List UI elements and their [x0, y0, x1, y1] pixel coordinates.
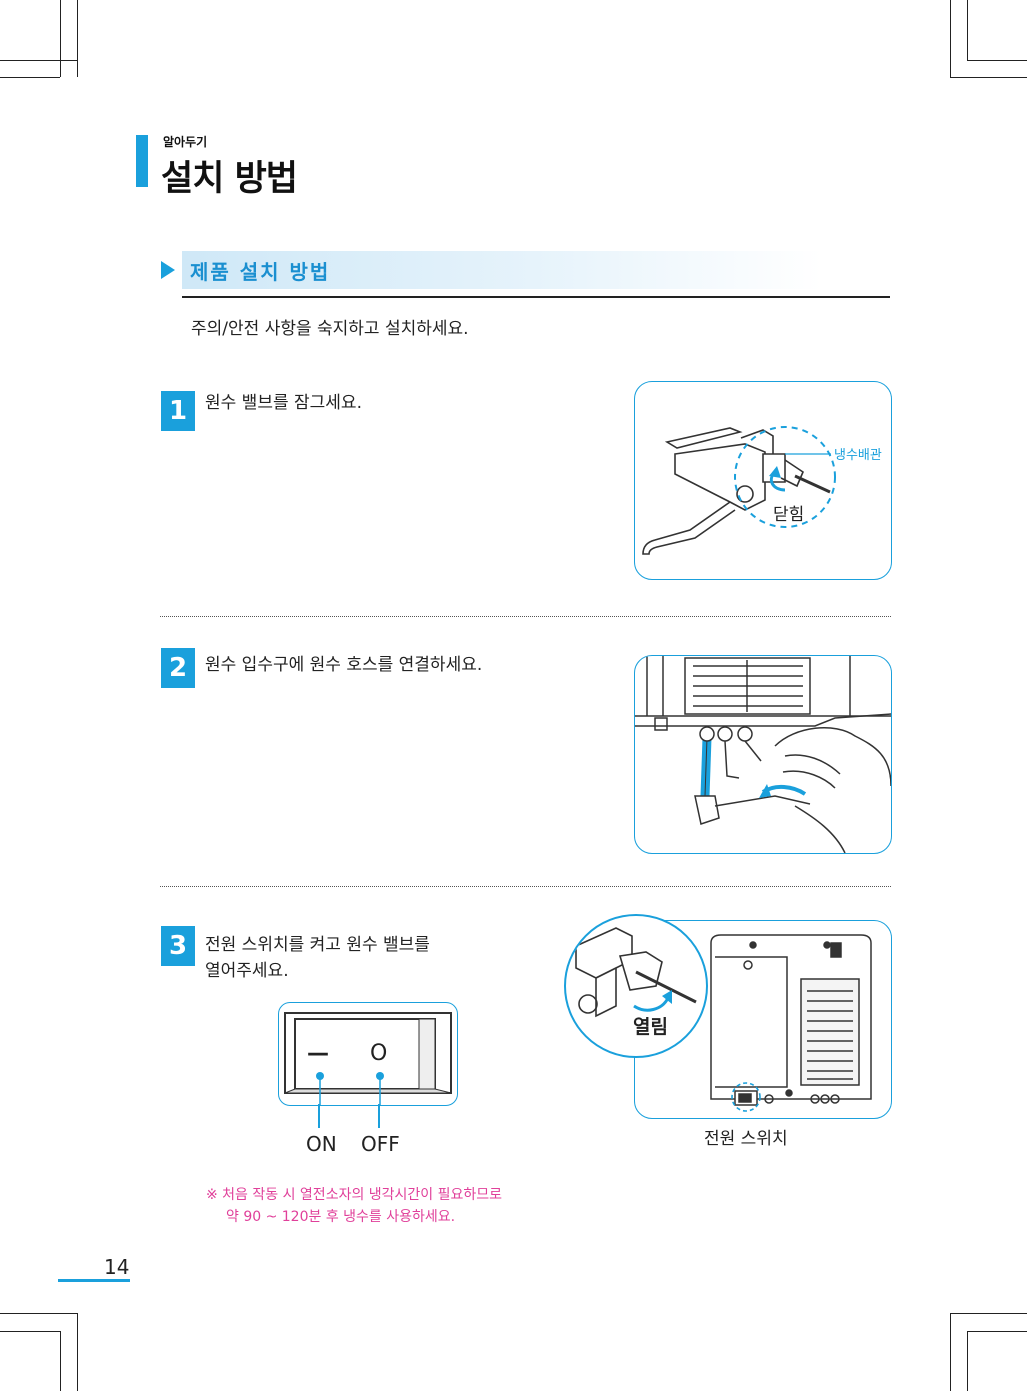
- section-rule: [182, 296, 890, 298]
- cooling-note: ※ 처음 작동 시 열전소자의 냉각시간이 필요하므로 약 90 ~ 120분 …: [206, 1184, 502, 1228]
- intro-text: 주의/안전 사항을 숙지하고 설치하세요.: [191, 319, 469, 339]
- close-label: 닫힘: [773, 505, 805, 525]
- off-leader: [378, 1104, 380, 1128]
- switch-highlight-circle: [731, 1082, 761, 1112]
- crop-mark: [950, 77, 1027, 78]
- crop-mark: [967, 60, 1027, 61]
- on-label: ON: [306, 1132, 337, 1156]
- crop-mark: [0, 60, 77, 61]
- crop-mark: [967, 0, 968, 60]
- product-rear-illustration: [710, 934, 872, 1112]
- triangle-arrow-icon: [161, 261, 175, 279]
- valve-open-illustration: [575, 927, 697, 1018]
- open-arrow-icon: [633, 997, 670, 1012]
- crop-mark: [967, 1331, 1027, 1332]
- crop-mark: [77, 0, 78, 77]
- power-switch-figure: — O: [278, 1002, 458, 1106]
- crop-mark: [0, 77, 60, 78]
- category-label: 알아두기: [163, 135, 208, 149]
- switch-off-symbol: O: [370, 1041, 388, 1066]
- on-leader: [318, 1104, 320, 1128]
- pipe-label: 냉수배관: [834, 444, 882, 463]
- crop-mark: [950, 1313, 951, 1391]
- divider: [160, 886, 891, 887]
- valve-open-inset: 열림: [564, 914, 708, 1058]
- hose-connect-illustration: [635, 656, 891, 853]
- divider: [160, 616, 891, 617]
- step-3-text-line2: 열어주세요.: [205, 961, 289, 981]
- figure-valve-close: 냉수배관 닫힘: [634, 381, 892, 580]
- rocker-switch-illustration: [284, 1012, 452, 1105]
- step-2-text: 원수 입수구에 원수 호스를 연결하세요.: [205, 655, 483, 675]
- crop-mark: [60, 0, 61, 77]
- crop-mark: [60, 1331, 61, 1391]
- crop-mark: [0, 1331, 60, 1332]
- step-1-text: 원수 밸브를 잠그세요.: [205, 393, 362, 413]
- step-3-text-line1: 전원 스위치를 켜고 원수 밸브를: [205, 935, 430, 955]
- step-1-badge: 1: [161, 391, 195, 431]
- open-label: 열림: [633, 1016, 668, 1038]
- page-number: 14: [104, 1255, 130, 1279]
- section-title: 제품 설치 방법: [190, 260, 331, 284]
- step-3-badge: 3: [161, 926, 195, 966]
- section-band: [182, 251, 822, 289]
- crop-mark: [77, 1313, 78, 1391]
- power-switch-caption: 전원 스위치: [704, 1129, 788, 1149]
- dashed-highlight-circle: [734, 426, 836, 528]
- note-line-1: ※ 처음 작동 시 열전소자의 냉각시간이 필요하므로: [206, 1187, 503, 1203]
- crop-mark: [0, 1313, 77, 1314]
- crop-mark: [950, 0, 951, 77]
- off-label: OFF: [361, 1132, 400, 1156]
- step-2-badge: 2: [161, 648, 195, 688]
- switch-on-symbol: —: [307, 1041, 329, 1066]
- note-line-2: 약 90 ~ 120분 후 냉수를 사용하세요.: [226, 1209, 456, 1225]
- page-title: 설치 방법: [161, 159, 298, 199]
- figure-hose-connect: [634, 655, 892, 854]
- page-number-underline: [58, 1279, 130, 1282]
- crop-mark: [950, 1313, 1027, 1314]
- crop-mark: [967, 1331, 968, 1391]
- title-accent-bar: [136, 135, 148, 187]
- valve-close-illustration: [642, 426, 836, 555]
